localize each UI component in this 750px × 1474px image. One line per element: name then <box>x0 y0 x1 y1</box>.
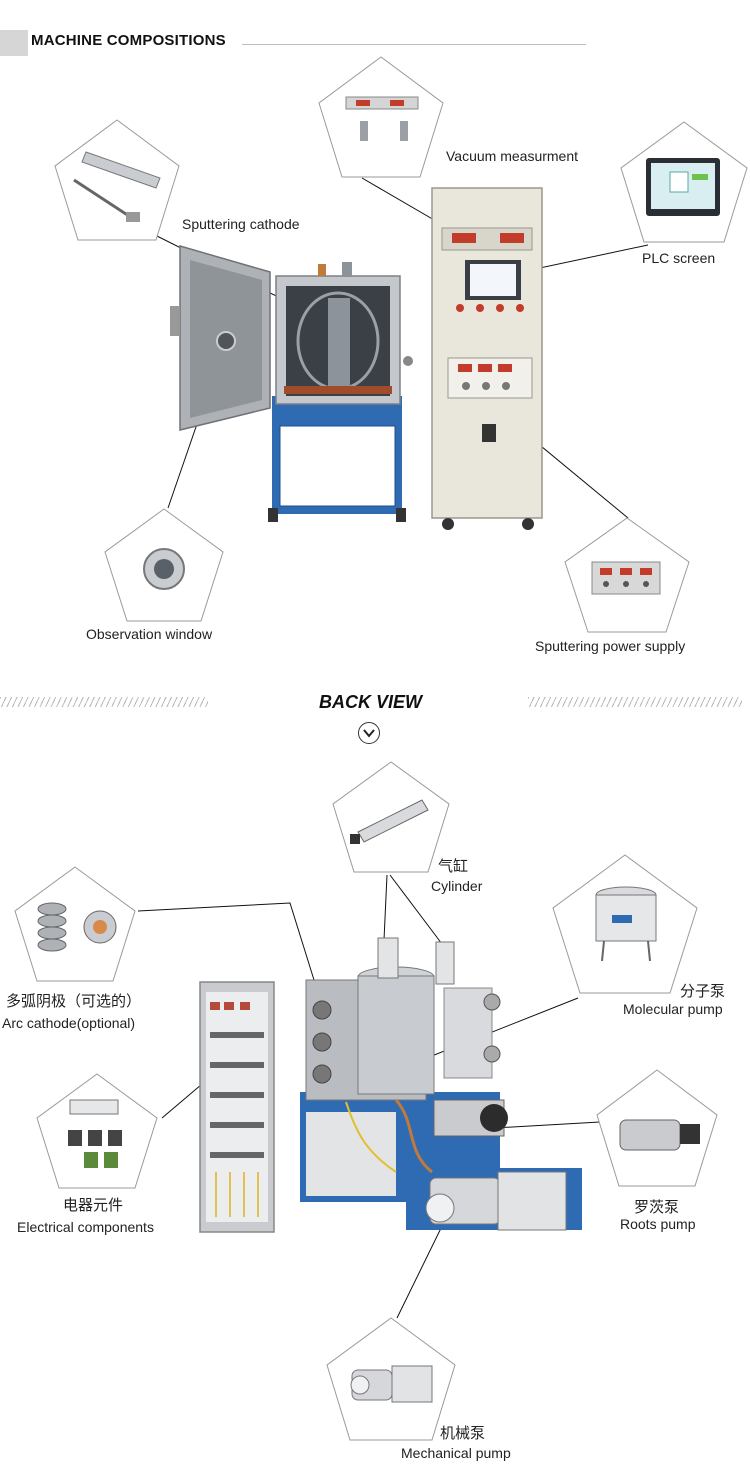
label-cylinder-cn: 气缸 <box>438 858 469 875</box>
arc-cathode-parts <box>37 902 117 952</box>
label-plc-screen: PLC screen <box>642 250 716 266</box>
front-machine-illustration <box>170 187 543 530</box>
pneumatic-cylinder <box>357 799 429 843</box>
label-molecular-pump-cn: 分子泵 <box>680 983 726 1000</box>
label-sputtering-cathode: Sputtering cathode <box>182 216 300 232</box>
header-rule <box>242 44 586 45</box>
label-arc-cathode-en: Arc cathode(optional) <box>2 1015 136 1031</box>
contactor-2 <box>88 1130 102 1146</box>
contactor-5 <box>104 1152 118 1168</box>
label-arc-cathode-cn: 多弧阴极（可选的） <box>6 993 142 1010</box>
label-cylinder-en: Cylinder <box>431 878 483 894</box>
label-roots-pump-cn: 罗茨泵 <box>634 1199 680 1216</box>
pentagon-molecular-pump <box>550 853 700 997</box>
header-accent-block <box>0 30 28 56</box>
vacuum-sensor-a <box>360 121 368 141</box>
connector-cylinder-b <box>389 874 443 945</box>
divider-hatch-right <box>528 697 742 707</box>
cathode-bar <box>81 151 161 189</box>
back-view-title: BACK VIEW <box>319 692 422 712</box>
pentagon-electrical-components <box>34 1072 160 1192</box>
vacuum-sensor-b <box>400 121 408 141</box>
pentagon-mechanical-pump <box>324 1316 458 1444</box>
connector-mechanical <box>396 1219 446 1319</box>
cylinder-1 <box>377 937 399 979</box>
label-sputtering-power-supply: Sputtering power supply <box>535 638 686 654</box>
label-mechanical-pump-cn: 机械泵 <box>440 1425 486 1442</box>
pentagon-power-supply <box>562 516 692 636</box>
contactor-4 <box>84 1152 98 1168</box>
contactor-3 <box>108 1130 122 1146</box>
circuit-breaker-strip <box>69 1099 119 1115</box>
label-vacuum-measurement: Vacuum measurment <box>446 148 579 164</box>
arc-cathode-3 <box>312 1064 332 1084</box>
label-molecular-pump-en: Molecular pump <box>623 1001 723 1017</box>
label-mechanical-pump-en: Mechanical pump <box>401 1445 511 1461</box>
contactor-1 <box>68 1130 82 1146</box>
kyky-brand-label <box>612 915 632 923</box>
pentagon-cylinder <box>330 760 452 876</box>
roots-pump-body <box>619 1119 681 1151</box>
label-electrical-cn: 电器元件 <box>63 1197 124 1214</box>
power-supply-unit <box>591 561 661 595</box>
label-roots-pump-en: Roots pump <box>620 1216 696 1232</box>
section-title: MACHINE COMPOSITIONS <box>31 32 226 49</box>
pentagon-observation-window <box>102 507 226 625</box>
divider-hatch-left <box>0 697 208 707</box>
back-machine-illustration <box>199 937 582 1233</box>
pentagon-plc-screen <box>618 120 750 246</box>
connector-roots <box>493 1121 601 1129</box>
connector-cylinder-a <box>383 874 388 941</box>
arc-cathode-2 <box>312 1032 332 1052</box>
connector-arc <box>137 902 325 1013</box>
label-electrical-en: Electrical components <box>17 1219 154 1235</box>
pentagon-arc-cathode <box>12 865 138 985</box>
pentagon-sputtering-cathode <box>52 118 182 244</box>
label-observation-window: Observation window <box>86 626 213 642</box>
chevron-down-icon[interactable] <box>358 722 380 744</box>
arc-cathode-1 <box>312 1000 332 1020</box>
cathode-rod <box>73 178 133 220</box>
pentagon-roots-pump <box>594 1068 720 1190</box>
cylinder-2 <box>435 941 455 985</box>
pentagon-vacuum-measurement <box>316 55 446 181</box>
